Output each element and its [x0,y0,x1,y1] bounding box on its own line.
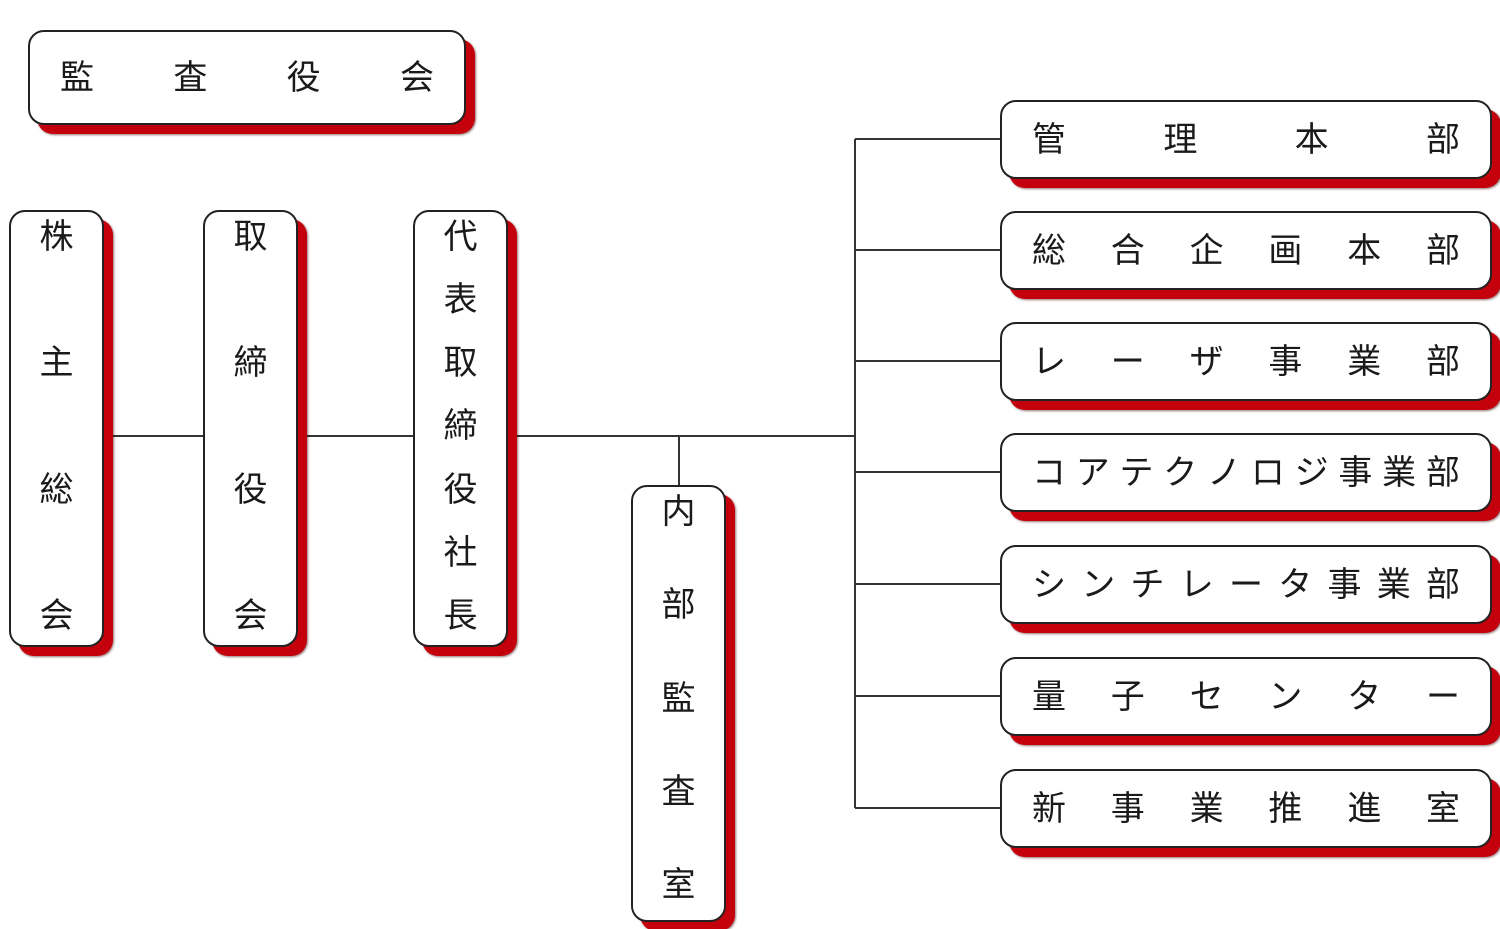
label-char: 画 [1268,230,1303,271]
label-char: 総 [39,469,74,510]
label-char: 理 [1163,119,1198,160]
label-char: 部 [1425,230,1460,271]
label-char: 企 [1189,230,1224,271]
label-char: ン [1081,564,1116,605]
audit-board-box: 監査役会 [28,30,466,125]
label-char: レ [1032,341,1066,382]
label-char: 量 [1032,676,1066,717]
label-char: セ [1189,676,1224,717]
label-char: 本 [1347,230,1382,271]
label-char: 会 [399,57,434,98]
label-char: ー [1229,564,1263,605]
label-char: コ [1032,452,1066,493]
label-char: 表 [443,280,478,321]
label-char: 事 [1327,564,1362,605]
label-char: 代 [443,217,478,257]
label-char: 社 [443,532,478,573]
label-char: 業 [1376,564,1411,605]
division-box-core-technology: コアテクノロジ事業部 [1000,433,1492,512]
label-char: 役 [233,469,268,510]
label-char: 業 [1189,788,1224,829]
division-box-management: 管理本部 [1000,100,1492,179]
label-char: 締 [233,343,268,384]
internal-audit-box: 内部監査室 [631,485,726,922]
label-char: タ [1278,564,1313,605]
label-char: 長 [443,595,478,636]
label-char: レ [1179,564,1214,605]
label-char: 部 [1425,341,1460,382]
label-char: 会 [39,595,74,636]
label-char: ノ [1207,452,1242,493]
label-char: シ [1032,564,1066,605]
label-char: 会 [233,595,268,636]
label-char: 査 [173,57,208,98]
label-char: ク [1163,452,1198,493]
label-char: 部 [1425,119,1460,160]
label-char: 内 [661,492,696,532]
division-box-scintillator: シンチレータ事業部 [1000,545,1492,624]
label-char: 室 [661,865,696,905]
board-of-directors-box: 取締役会 [203,210,298,647]
label-char: 主 [39,343,74,384]
label-char: ロ [1250,452,1285,493]
label-char: 合 [1110,230,1145,271]
label-char: 管 [1032,119,1066,160]
label-char: チ [1130,564,1165,605]
label-char: ー [1425,676,1460,717]
label-char: ザ [1189,341,1224,382]
division-box-laser: レーザ事業部 [1000,322,1492,401]
label-char: 役 [286,57,321,98]
label-char: 室 [1425,788,1460,829]
label-char: 事 [1268,341,1303,382]
label-char: 部 [1425,452,1460,493]
label-char: 締 [443,406,478,447]
label-char: ア [1075,452,1110,493]
label-char: 査 [661,771,696,812]
label-char: 事 [1110,788,1145,829]
shareholders-meeting-box: 株主総会 [9,210,104,647]
label-char: 業 [1382,452,1417,493]
label-char: 役 [443,469,478,510]
label-char: 部 [1426,564,1460,605]
label-char: ン [1268,676,1303,717]
label-char: 監 [60,57,94,98]
label-char: ジ [1294,452,1329,493]
label-char: 本 [1294,119,1329,160]
label-char: 監 [661,678,696,719]
president-box: 代表取締役社長 [413,210,508,647]
label-char: 事 [1338,452,1373,493]
label-char: 進 [1347,788,1382,829]
label-char: 部 [661,585,696,626]
label-char: タ [1347,676,1382,717]
label-char: 株 [39,217,74,257]
label-char: 新 [1032,788,1066,829]
label-char: 総 [1032,230,1066,271]
label-char: ー [1110,341,1145,382]
label-char: 推 [1268,788,1303,829]
label-char: 業 [1347,341,1382,382]
label-char: 取 [233,217,268,257]
division-box-corporate-planning: 総合企画本部 [1000,211,1492,290]
label-char: テ [1119,452,1154,493]
division-box-quantum-center: 量子センター [1000,657,1492,736]
division-box-new-business: 新事業推進室 [1000,769,1492,848]
label-char: 取 [443,343,478,384]
label-char: 子 [1110,676,1145,717]
